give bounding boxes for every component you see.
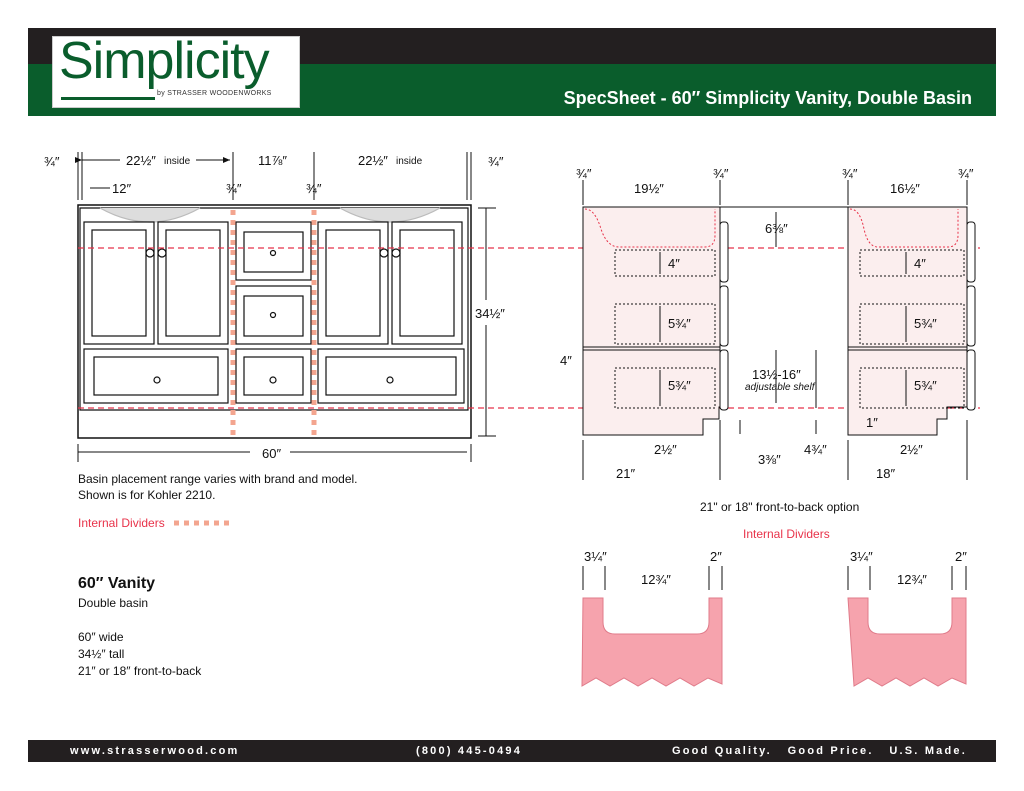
footer-tagline: Good Quality. Good Price. U.S. Made. bbox=[672, 745, 967, 757]
dim-basin-left: 22½″ bbox=[126, 153, 156, 168]
s21-d3: 5¾″ bbox=[668, 378, 691, 393]
div18-b: 2″ bbox=[955, 549, 967, 564]
s21-toe: 2½″ bbox=[654, 442, 677, 457]
s18-depth: 18″ bbox=[876, 466, 896, 481]
spec-depth: 21″ or 18″ front-to-back bbox=[78, 664, 202, 678]
side-view-21 bbox=[582, 206, 848, 436]
div21-b: 2″ bbox=[710, 549, 722, 564]
s18-d3: 5¾″ bbox=[914, 378, 937, 393]
dim-inside-left: inside bbox=[164, 156, 191, 167]
s21-depth: 21″ bbox=[616, 466, 636, 481]
option-note: 21" or 18" front-to-back option bbox=[700, 500, 860, 514]
simplicity-logo[interactable]: Simplicity by STRASSER WOODENWORKS bbox=[52, 32, 300, 108]
s18-d1: 4″ bbox=[914, 256, 926, 271]
s21-left4: 4″ bbox=[560, 353, 572, 368]
side-view-18 bbox=[847, 206, 976, 436]
internal-divider-marks bbox=[174, 210, 317, 526]
div21-c: 12¾″ bbox=[641, 572, 671, 587]
s18-q1: ¾″ bbox=[842, 166, 858, 181]
footer-bar: www.strasserwood.com (800) 445-0494 Good… bbox=[28, 740, 996, 762]
s21-shelf-note: adjustable shelf bbox=[745, 382, 815, 393]
basin-range-lines bbox=[78, 247, 980, 409]
divider-dims bbox=[582, 566, 967, 590]
s21-d1: 4″ bbox=[668, 256, 680, 271]
logo-word: Simplicity bbox=[59, 32, 270, 90]
s21-toe2: 4¾″ bbox=[804, 442, 827, 457]
div18-a: 3¼″ bbox=[850, 549, 873, 564]
s18-d2: 5¾″ bbox=[914, 316, 937, 331]
s21-toeh: 3⅜″ bbox=[758, 452, 781, 467]
dim-middle: 11⅞″ bbox=[258, 153, 287, 168]
dim-basin-right: 22½″ bbox=[358, 153, 388, 168]
s21-q1: ¾″ bbox=[576, 166, 592, 181]
basin-note-2: Shown is for Kohler 2210. bbox=[78, 488, 216, 502]
footer-phone[interactable]: (800) 445-0494 bbox=[416, 745, 523, 757]
div18-c: 12¾″ bbox=[897, 572, 927, 587]
logo-subtitle: by STRASSER WOODENWORKS bbox=[157, 90, 272, 97]
s18-q2: ¾″ bbox=[958, 166, 974, 181]
dim-height: 34½″ bbox=[475, 306, 505, 321]
internal-dividers-legend: Internal Dividers bbox=[78, 516, 165, 530]
div21-a: 3¼″ bbox=[584, 549, 607, 564]
dividers-title: Internal Dividers bbox=[743, 527, 830, 541]
s21-shelf: 13½-16″ bbox=[752, 367, 801, 382]
dim-inside-right: inside bbox=[396, 156, 423, 167]
s18-one: 1″ bbox=[866, 415, 878, 430]
dim-width: 60″ bbox=[262, 446, 282, 461]
footer-url[interactable]: www.strasserwood.com bbox=[70, 745, 240, 757]
s21-d2: 5¾″ bbox=[668, 316, 691, 331]
front-dimension-lines bbox=[75, 152, 496, 462]
logo-swoosh bbox=[61, 97, 155, 100]
spec-height: 34½″ tall bbox=[78, 647, 125, 661]
s21-gap: 6⅜″ bbox=[765, 221, 788, 236]
side-dimension-lines bbox=[582, 180, 968, 480]
s21-q2: ¾″ bbox=[713, 166, 729, 181]
page-title: SpecSheet - 60″ Simplicity Vanity, Doubl… bbox=[563, 88, 972, 108]
dim-door-12: 12″ bbox=[112, 181, 132, 196]
spec-heading: 60″ Vanity bbox=[78, 575, 156, 592]
dim-divider-2: ¾″ bbox=[306, 181, 322, 196]
spec-sub: Double basin bbox=[78, 596, 149, 610]
divider-profiles bbox=[581, 597, 967, 687]
spec-width: 60″ wide bbox=[78, 630, 124, 644]
s21-top: 19½″ bbox=[634, 181, 664, 196]
dim-divider-1: ¾″ bbox=[226, 181, 242, 196]
s18-top: 16½″ bbox=[890, 181, 920, 196]
front-view-cabinet bbox=[77, 204, 472, 439]
s18-toe: 2½″ bbox=[900, 442, 923, 457]
dim-q-right: ¾″ bbox=[488, 154, 504, 169]
basin-note-1: Basin placement range varies with brand … bbox=[78, 472, 358, 486]
dim-q-left: ¾″ bbox=[44, 154, 60, 169]
